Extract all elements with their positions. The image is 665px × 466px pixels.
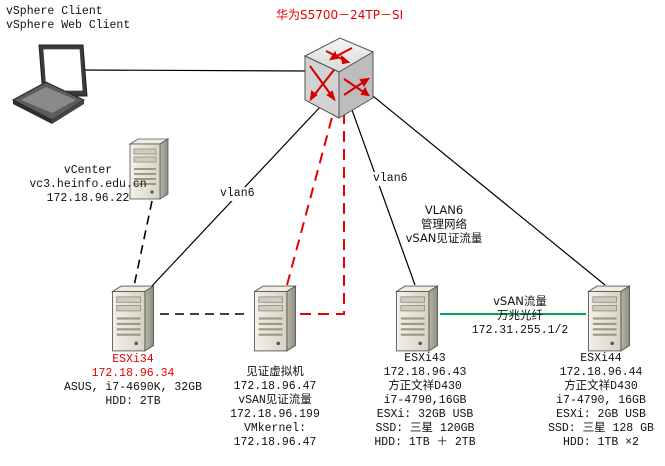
witness-line-2: 172.18.96.47 bbox=[233, 380, 317, 393]
vsan-link-line-3: 172.31.255.1/2 bbox=[471, 324, 569, 337]
witness-line-1: 见证虚拟机 bbox=[246, 366, 304, 379]
link-vcenter-esxi34 bbox=[133, 200, 153, 287]
esxi43-line-4: i7-4790,16GB bbox=[383, 394, 467, 407]
esxi44-line-1: ESXi44 bbox=[580, 352, 622, 365]
esxi34-server-icon bbox=[111, 285, 155, 352]
client-label: vSphere Client vSphere Web Client bbox=[6, 5, 130, 33]
switch-router-icon bbox=[303, 37, 375, 119]
esxi44-line-7: HDD: 1TB ×2 bbox=[563, 436, 639, 449]
mgmt-network-label: VLAN6 管理网络 vSAN见证流量 bbox=[392, 203, 496, 245]
witness-server-icon bbox=[253, 285, 297, 352]
esxi43-line-2: 172.18.96.43 bbox=[383, 366, 467, 379]
witness-line-6: 172.18.96.47 bbox=[233, 436, 317, 449]
vsan-link-line-2: 万兆光纤 bbox=[497, 308, 543, 322]
esxi34-ip: 172.18.96.34 bbox=[91, 367, 175, 380]
esxi43-server-icon bbox=[395, 285, 439, 352]
esxi44-line-2: 172.18.96.44 bbox=[559, 366, 643, 379]
client-line-2: vSphere Web Client bbox=[6, 19, 131, 32]
vsan-link-label: vSAN流量 万兆光纤 172.31.255.1/2 bbox=[462, 294, 578, 338]
vcenter-line-3: 172.18.96.22 bbox=[46, 192, 130, 205]
vlan-mid-label: vlan6 bbox=[372, 172, 409, 186]
esxi34-name: ESXi34 bbox=[112, 353, 154, 366]
witness-line-3: vSAN见证流量 bbox=[238, 394, 312, 407]
esxi43-line-5: ESXi: 32GB USB bbox=[376, 408, 474, 421]
laptop-icon bbox=[11, 44, 88, 124]
esxi43-line-6: SSD: 三星 120GB bbox=[375, 422, 475, 435]
esxi44-line-4: i7-4790, 16GB bbox=[556, 394, 646, 407]
mgmt-line-1: VLAN6 bbox=[424, 203, 464, 217]
link-switch-esxi44 bbox=[367, 91, 606, 286]
vcenter-line-2: vc3.heinfo.edu.cn bbox=[29, 178, 147, 191]
esxi44-line-6: SSD: 三星 128 GB bbox=[548, 422, 654, 435]
witness-label: 见证虚拟机 172.18.96.47 vSAN见证流量 172.18.96.19… bbox=[220, 366, 330, 450]
esxi44-server-icon bbox=[587, 285, 631, 352]
vcenter-line-1: vCenter bbox=[63, 164, 113, 177]
esxi43-line-3: 方正文祥D430 bbox=[388, 380, 462, 393]
esxi34-spec-1: ASUS, i7-4690K, 32GB bbox=[63, 381, 203, 394]
client-line-1: vSphere Client bbox=[6, 5, 103, 18]
connection-lines bbox=[79, 69, 606, 315]
switch-title: 华为S5700－24TP－SI bbox=[276, 8, 404, 22]
esxi43-line-7: HDD: 1TB ＋ 2TB bbox=[374, 436, 476, 449]
esxi34-label: ESXi34 172.18.96.34 ASUS, i7-4690K, 32GB… bbox=[44, 353, 222, 409]
esxi44-line-3: 方正文祥D430 bbox=[564, 380, 638, 393]
mgmt-line-3: vSAN见证流量 bbox=[405, 231, 483, 245]
esxi43-label: ESXi43 172.18.96.43 方正文祥D430 i7-4790,16G… bbox=[362, 352, 488, 450]
esxi44-line-5: ESXi: 2GB USB bbox=[556, 408, 646, 421]
esxi44-label: ESXi44 172.18.96.44 方正文祥D430 i7-4790, 16… bbox=[538, 352, 664, 450]
vcenter-label: vCenter vc3.heinfo.edu.cn 172.18.96.22 bbox=[24, 164, 152, 206]
link-witness-switch-2 bbox=[300, 110, 345, 315]
link-laptop-switch bbox=[79, 69, 306, 72]
link-switch-esxi43 bbox=[351, 109, 416, 286]
vlan-left-label: vlan6 bbox=[219, 187, 256, 201]
witness-line-5: VMkernel: bbox=[243, 422, 307, 435]
esxi43-line-1: ESXi43 bbox=[404, 352, 446, 365]
vsan-link-line-1: vSAN流量 bbox=[493, 294, 547, 308]
esxi34-spec-2: HDD: 2TB bbox=[105, 395, 161, 408]
witness-line-4: 172.18.96.199 bbox=[230, 408, 320, 421]
link-witness-switch bbox=[286, 109, 335, 286]
mgmt-line-2: 管理网络 bbox=[421, 217, 467, 231]
